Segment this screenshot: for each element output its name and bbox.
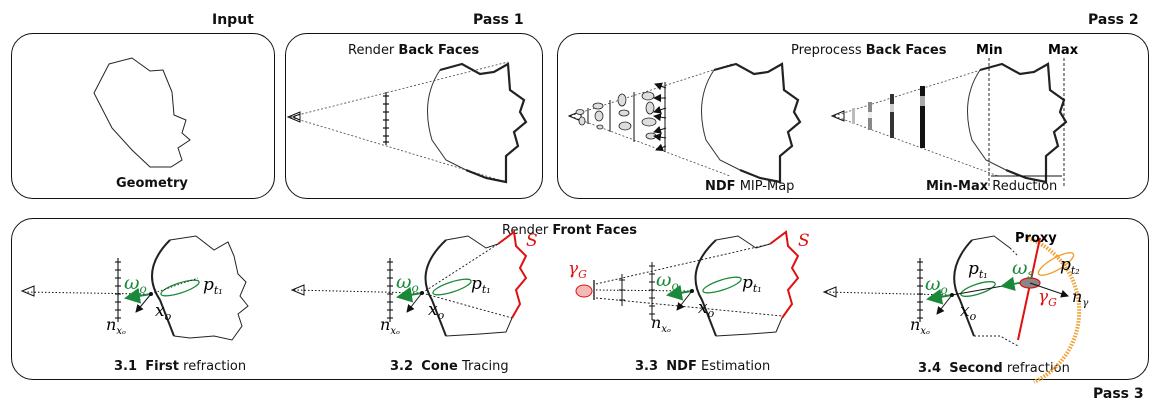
gamma-g-label-3-4: γG xyxy=(1038,287,1057,309)
render-back-prefix: Render xyxy=(348,43,399,58)
proxy-label: Proxy xyxy=(1015,231,1057,246)
n-xo-label-3-1: nxₒ xyxy=(106,315,126,337)
p-t1-label-3-1: pt₁ xyxy=(203,275,223,297)
step-3-2-caption: 3.2 Cone Tracing xyxy=(390,359,509,374)
n-xo-label-3-4: nxₒ xyxy=(910,315,930,337)
ndf-bold: NDF xyxy=(705,179,736,194)
ndf-lobes xyxy=(575,91,657,140)
input-header: Input xyxy=(212,12,254,28)
ndf-normal-arrows xyxy=(653,82,667,152)
step-3-1-figure xyxy=(20,235,249,341)
ndf-camera-icon xyxy=(567,110,582,122)
min-label: Min xyxy=(976,43,1003,58)
preprocess-bold: Back Faces xyxy=(865,43,947,58)
step-3-2-figure xyxy=(290,230,528,337)
x-o-label-3-2: xo xyxy=(428,300,445,322)
step-3-4-bold: Second xyxy=(949,361,1003,376)
minmax-reduction-caption: Min-Max Reduction xyxy=(926,179,1057,194)
s-label-3-3: S xyxy=(798,231,810,251)
preprocess-back-faces-caption: Preprocess Back Faces xyxy=(791,43,946,58)
preprocess-prefix: Preprocess xyxy=(791,43,866,58)
pass1-panel xyxy=(285,33,543,199)
step-3-4-caption: 3.4 Second refraction xyxy=(918,361,1070,376)
minmax-bold: Min-Max xyxy=(926,179,989,194)
x-o-label-3-3: xo xyxy=(698,298,715,320)
pass1-image-plane xyxy=(383,92,389,145)
pass2-panel xyxy=(557,33,1149,199)
p-t1-label-3-3: pt₁ xyxy=(742,273,762,295)
n-xo-label-3-3: nxₒ xyxy=(651,313,671,335)
render-back-faces-caption: Render Back Faces xyxy=(348,43,479,58)
omega-o-label-3-1: ωo xyxy=(124,272,147,296)
pass1-header: Pass 1 xyxy=(473,12,524,28)
p-t1-label-3-2: pt₁ xyxy=(471,274,491,296)
step-3-3-figure xyxy=(575,230,800,337)
minmax-geometry-front xyxy=(967,69,1007,171)
render-front-bold: Front Faces xyxy=(552,223,637,238)
geometry-caption: Geometry xyxy=(116,176,188,191)
step-3-4-figure xyxy=(822,235,1082,384)
x-o-label-3-1: xo xyxy=(155,301,172,323)
ndf-geometry-front xyxy=(701,69,741,171)
pass3-header: Pass 3 xyxy=(1093,386,1144,402)
pass1-frustum xyxy=(289,61,509,183)
step-3-2-rest: Tracing xyxy=(457,359,509,374)
s-label-3-2: S xyxy=(526,231,538,251)
step-3-4-rest: refraction xyxy=(1002,361,1070,376)
ndf-geometry-back xyxy=(713,62,802,184)
step-3-3-caption: 3.3 NDF Estimation xyxy=(635,359,770,374)
n-xo-label-3-2: nxₒ xyxy=(380,315,400,337)
gamma-g-label-3-3: γG xyxy=(568,259,587,281)
step-3-1-rest: refraction xyxy=(179,359,247,374)
omega-o-label-3-3: ωo xyxy=(656,269,679,293)
step-3-3-bold: NDF xyxy=(666,359,697,374)
minmax-mip-planes xyxy=(852,86,925,148)
minmax-rest: Reduction xyxy=(988,179,1058,194)
step-3-1-caption: 3.1 First refraction xyxy=(114,359,246,374)
step-3-2-bold: Cone xyxy=(421,359,458,374)
n-gamma-label: nγ xyxy=(1072,287,1088,309)
omega-o-label-3-2: ωo xyxy=(396,271,419,295)
minmax-camera-icon xyxy=(830,110,845,122)
omega-o-label-3-4: ωo xyxy=(925,273,948,297)
input-geometry-shape xyxy=(93,57,191,168)
x-o-label-3-4: xo xyxy=(960,301,977,323)
max-label: Max xyxy=(1048,43,1079,58)
minmax-geometry-back xyxy=(979,62,1068,184)
render-back-bold: Back Faces xyxy=(398,43,480,58)
step-3-4-num: 3.4 xyxy=(918,361,942,376)
step-3-1-num: 3.1 xyxy=(114,359,138,374)
minmax-bounds xyxy=(988,58,1065,186)
omega-s-label: ωs xyxy=(1012,257,1034,281)
p-t1-label-3-4: pt₁ xyxy=(968,259,988,281)
pass1-geometry-back xyxy=(439,62,528,184)
pass2-header: Pass 2 xyxy=(1088,12,1139,28)
ndf-mip-planes xyxy=(587,82,666,152)
input-panel xyxy=(11,33,275,199)
step-3-2-num: 3.2 xyxy=(390,359,414,374)
pass3-panel xyxy=(11,218,1149,380)
step-3-3-num: 3.3 xyxy=(635,359,659,374)
step-3-1-bold: First xyxy=(145,359,179,374)
p-t2-label: pt₂ xyxy=(1060,255,1080,277)
step-3-3-rest: Estimation xyxy=(696,359,771,374)
pass1-geometry-front xyxy=(427,69,467,171)
pass1-camera-icon xyxy=(286,111,301,123)
minmax-frustum xyxy=(833,63,1001,177)
